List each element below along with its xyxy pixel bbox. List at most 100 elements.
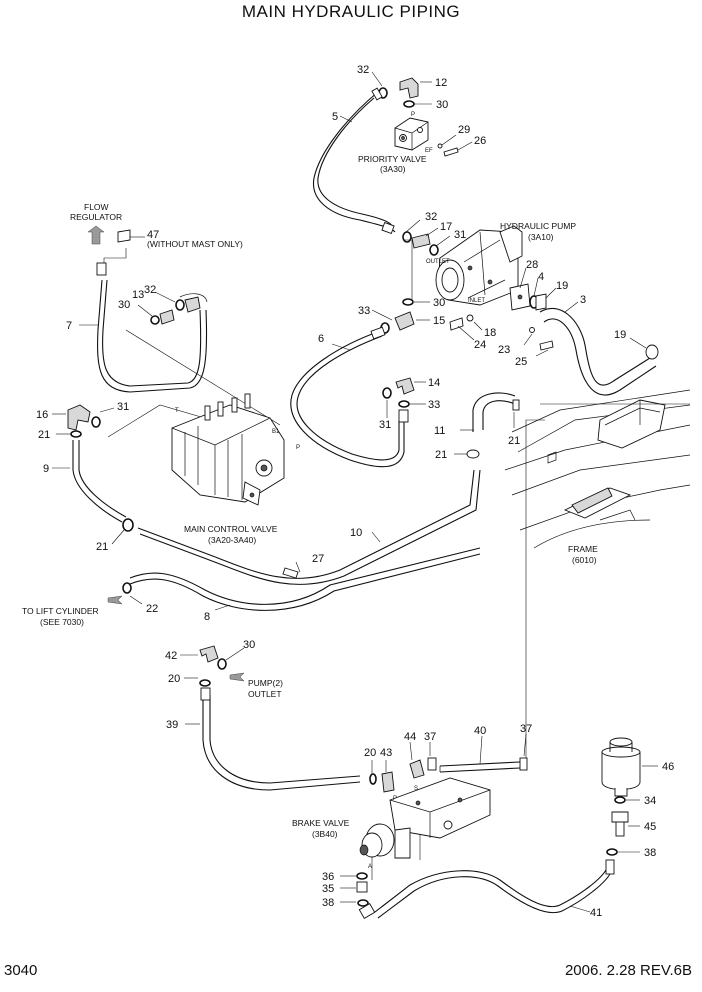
callout: 37 [520, 723, 532, 735]
main-control-valve-ref: (3A20-3A40) [208, 535, 256, 545]
callout: 35 [322, 883, 334, 895]
priority-valve [394, 117, 429, 151]
callout: 12 [435, 77, 447, 89]
callout: 46 [662, 761, 674, 773]
hose-6 [290, 329, 405, 468]
port-marks: OUTLET INLET P EF T B1 P P S A [175, 112, 485, 870]
callout: 29 [458, 124, 470, 136]
pipe-10 [137, 469, 475, 579]
port-outlet: OUTLET [426, 259, 450, 265]
port-bv-a: A [368, 864, 372, 870]
callout: 41 [590, 907, 602, 919]
callout: 28 [526, 259, 538, 271]
callout: 21 [435, 449, 447, 461]
callout: 27 [312, 553, 324, 565]
port-inlet: INLET [468, 298, 485, 304]
callout: 43 [380, 747, 392, 759]
callout: 13 [132, 289, 144, 301]
callout: 30 [436, 99, 448, 111]
hydraulic-pump-ref: (3A10) [528, 232, 554, 242]
pump2-label: PUMP(2) [248, 678, 283, 688]
callout: 16 [36, 409, 48, 421]
callout: 20 [168, 673, 180, 685]
callout: 30 [433, 297, 445, 309]
callout: 5 [332, 111, 338, 123]
port-mcv-p: P [296, 445, 300, 451]
callout: 19 [556, 280, 568, 292]
callout: 37 [424, 731, 436, 743]
frame-label: FRAME [568, 544, 598, 554]
port-t: T [175, 408, 179, 414]
hoses [72, 91, 657, 919]
callout: 10 [350, 527, 362, 539]
callout: 19 [614, 329, 626, 341]
port-p: P [411, 112, 415, 118]
callout: 30 [118, 299, 130, 311]
priority-valve-label: PRIORITY VALVE [358, 154, 427, 164]
hose-39 [202, 695, 361, 791]
revision-date: 2006. 2.28 REV.6B [564, 962, 692, 979]
callout: 24 [474, 339, 486, 351]
brake-valve-ref: (3B40) [312, 829, 338, 839]
callout: 32 [144, 284, 156, 296]
callout: 34 [644, 795, 656, 807]
callout: 7 [66, 320, 72, 332]
fittings [67, 77, 659, 919]
callout: 25 [515, 356, 527, 368]
flow-regulator-label: FLOW [84, 202, 109, 212]
callout: 31 [379, 419, 391, 431]
hose-7 [97, 279, 208, 393]
callout: 8 [204, 611, 210, 623]
callout: 38 [322, 897, 334, 909]
pipe-8 [129, 547, 481, 605]
callout: 21 [508, 435, 520, 447]
callout: 3 [580, 294, 586, 306]
brake-valve-label: BRAKE VALVE [292, 818, 350, 828]
port-ef: EF [425, 148, 433, 154]
callout-numbers: 32 12 30 5 29 26 32 17 31 47 13 32 30 7 … [36, 64, 674, 919]
to-lift-cylinder-ref: (SEE 7030) [40, 617, 84, 627]
callout: 4 [538, 271, 544, 283]
brake-valve [359, 777, 491, 859]
flow-regulator-label-2: REGULATOR [70, 212, 122, 222]
port-bv-p: P [393, 796, 397, 802]
callout-leaders [52, 71, 658, 913]
port-bv-s: S [414, 786, 418, 792]
callout: 39 [166, 719, 178, 731]
callout: 6 [318, 333, 324, 345]
callout: 33 [428, 399, 440, 411]
callout: 31 [454, 229, 466, 241]
callout: 38 [644, 847, 656, 859]
callout: 31 [117, 401, 129, 413]
callout: 26 [474, 135, 486, 147]
callout: 32 [357, 64, 369, 76]
callout: 23 [498, 344, 510, 356]
hose-41 [374, 869, 607, 913]
callout: 32 [425, 211, 437, 223]
callout: 21 [96, 541, 108, 553]
callout: 21 [38, 429, 50, 441]
main-control-valve-label: MAIN CONTROL VALVE [184, 524, 278, 534]
page-title: MAIN HYDRAULIC PIPING [241, 2, 461, 21]
hydraulic-pump-label: HYDRAULIC PUMP [500, 221, 576, 231]
main-control-valve [171, 393, 285, 506]
brake-reservoir [601, 737, 641, 797]
hose-5 [312, 91, 396, 233]
callout: 14 [428, 377, 440, 389]
priority-valve-ref: (3A30) [380, 164, 406, 174]
page-number: 3040 [4, 962, 38, 979]
callout: 11 [434, 425, 445, 437]
callout: 44 [404, 731, 416, 743]
hose-11 [482, 400, 516, 430]
callout: 17 [440, 221, 452, 233]
callout: 18 [484, 327, 496, 339]
pipe-9 [72, 440, 123, 523]
callout: 47 [147, 229, 159, 241]
hydraulic-pump [435, 225, 523, 306]
hose-3 [539, 307, 651, 386]
pump2-outlet-label: OUTLET [248, 689, 282, 699]
callout: 22 [146, 603, 158, 615]
callout: 45 [644, 821, 656, 833]
callout: 20 [364, 747, 376, 759]
